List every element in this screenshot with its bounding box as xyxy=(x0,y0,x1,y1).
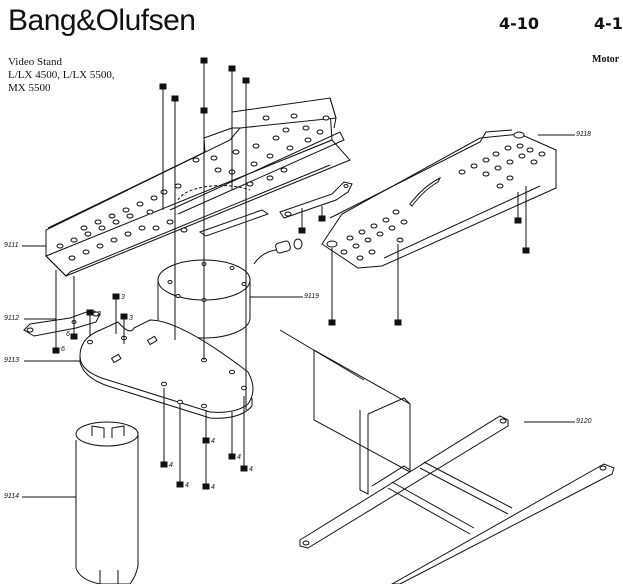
part-9120-frame xyxy=(280,330,614,584)
leader-lines xyxy=(22,135,575,497)
screw-label-4: 4 xyxy=(185,482,189,489)
page-number-left: 4-10 xyxy=(499,14,540,33)
screw-label-4: 4 xyxy=(237,454,241,461)
screw-label-6: 6 xyxy=(66,331,70,338)
page-number-right: 4-1 xyxy=(594,14,623,33)
document-title: Video Stand L/LX 4500, L/LX 5500, MX 550… xyxy=(8,56,115,95)
screw-label-4: 4 xyxy=(249,466,253,473)
title-line-1: Video Stand xyxy=(8,56,63,68)
callout-9118: 9118 xyxy=(576,131,592,138)
screws xyxy=(53,58,529,489)
callout-9120: 9120 xyxy=(576,418,592,425)
perforations xyxy=(57,114,329,260)
callout-9113: 9113 xyxy=(4,357,20,364)
screw-label-4: 4 xyxy=(211,438,215,445)
part-9111-top-plate xyxy=(46,98,350,276)
brand-logo: Bang&Olufsen xyxy=(8,4,196,37)
part-9112-bracket xyxy=(24,310,100,336)
screw-label-4: 4 xyxy=(211,484,215,491)
part-9114-column xyxy=(76,422,138,584)
link-bracket xyxy=(280,182,352,218)
part-9119-motor xyxy=(158,239,302,338)
title-line-2: L/LX 4500, L/LX 5500, xyxy=(8,69,115,81)
callout-9112: 9112 xyxy=(4,315,20,322)
screw-label-3: 3 xyxy=(97,311,101,318)
callout-9119: 9119 xyxy=(304,293,320,300)
screw-label-4: 4 xyxy=(169,462,173,469)
title-line-3: MX 5500 xyxy=(8,82,51,94)
screw-label-3: 3 xyxy=(121,294,125,301)
screw-label-3: 3 xyxy=(129,315,133,322)
part-9118-right-plate xyxy=(322,130,556,268)
callout-9114: 9114 xyxy=(4,493,20,500)
screw-label-6: 6 xyxy=(61,346,65,353)
part-9113-base-plate xyxy=(80,320,253,418)
right-column-title: Motor xyxy=(592,54,620,65)
callout-9111: 9111 xyxy=(4,242,19,249)
